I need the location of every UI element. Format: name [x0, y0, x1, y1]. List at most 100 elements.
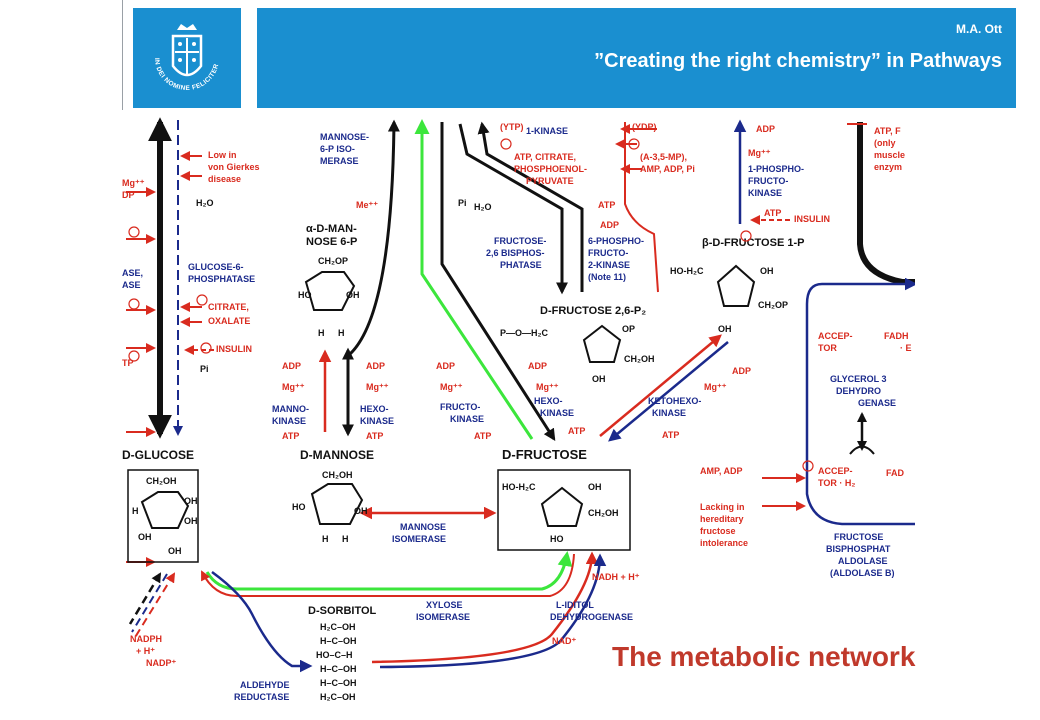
- svg-text:HO-H₂C: HO-H₂C: [670, 266, 704, 276]
- enzyme-glycerol-dh-3: GENASE: [858, 398, 896, 408]
- cofactor-mg-hexo-fru: Mg⁺⁺: [536, 382, 559, 392]
- enzyme-pfk2-1: 6-PHOSPHO-: [588, 236, 644, 246]
- enzyme-iditol-dh-1: L-IDITOL: [556, 600, 594, 610]
- regulator-atp-muscle-3: muscle: [874, 150, 905, 160]
- cofactor-pi-left: Pi: [200, 364, 209, 374]
- svg-text:H: H: [338, 328, 345, 338]
- cofactor-fadh: FADH: [884, 331, 909, 341]
- regulator-atp-muscle-1: ATP, F: [874, 126, 901, 136]
- regulator-von-gierkes-3: disease: [208, 174, 241, 184]
- compound-fructose26p2: D-FRUCTOSE 2,6-P₂: [540, 305, 646, 317]
- enzyme-mannose-isomerase-2: ISOMERASE: [392, 534, 446, 544]
- cofactor-nad: NAD⁺: [552, 636, 576, 646]
- enzyme-g6pase-1: GLUCOSE-6-: [188, 262, 244, 272]
- compound-fructose1p: β-D-FRUCTOSE 1-P: [702, 237, 804, 249]
- cofactor-accep-1a: ACCEP-: [818, 331, 853, 341]
- compound-mannose6p-line1: α-D-MAN-: [306, 223, 357, 235]
- enzyme-mannose6p-isomerase-3: MERASE: [320, 156, 359, 166]
- regulator-atp-citrate-2: PHOSPHOENOL-: [514, 164, 587, 174]
- cofactor-atp-pfk2: ATP: [598, 200, 615, 210]
- ketohexokinase-navy-arrow: [608, 341, 729, 442]
- svg-text:OH: OH: [168, 546, 182, 556]
- svg-text:H–C–OH: H–C–OH: [320, 678, 357, 688]
- cofactor-fad: FAD: [886, 468, 905, 478]
- svg-text:H–C–OH: H–C–OH: [320, 636, 357, 646]
- fructose1p-ring: [716, 264, 756, 307]
- cofactor-atp-pfk1: ATP: [764, 208, 781, 218]
- enzyme-aldehyde-reductase-2: REDUCTASE: [234, 692, 289, 702]
- enzyme-pfk2-3: 2-KINASE: [588, 260, 630, 270]
- cofactor-atp-manno: ATP: [282, 431, 299, 441]
- regulator-hfi-3: fructose: [700, 526, 736, 536]
- enzyme-mannose6p-isomerase-2: 6-P ISO-: [320, 144, 355, 154]
- regulator-ydp: (YDP): [632, 122, 657, 132]
- cofactor-accep-2b: TOR · H₂: [818, 478, 855, 488]
- compound-glucose: D-GLUCOSE: [122, 448, 194, 462]
- regulator-hfi-1: Lacking in: [700, 502, 745, 512]
- cofactor-h2o-mid: H₂O: [474, 202, 492, 212]
- aldolase-navy-path: [805, 277, 915, 526]
- fructose26-bisphosphatase-arrow: [458, 123, 568, 295]
- svg-text:H–C–OH: H–C–OH: [320, 664, 357, 674]
- regulator-citrate: CITRATE,: [208, 302, 249, 312]
- sorbitol-chain: H₂C–OH H–C–OH HO–C–H H–C–OH H–C–OH H₂C–O…: [316, 622, 357, 702]
- cofactor-adp-pfk2: ADP: [600, 220, 619, 230]
- regulator-oxalate: OXALATE: [208, 316, 250, 326]
- header-divider: [122, 0, 123, 110]
- svg-text:H: H: [342, 534, 349, 544]
- fructose-ring: [540, 486, 584, 527]
- enzyme-fructokinase-1: FRUCTO-: [440, 402, 480, 412]
- logo-panel: IN DEI NOMINE FELICITER: [133, 8, 241, 108]
- cofactor-mg-hexo: Mg⁺⁺: [366, 382, 389, 392]
- left-red-dashed-arrow: [133, 572, 176, 640]
- svg-text:H: H: [318, 328, 325, 338]
- ketohexokinase-red-arrow: [599, 334, 722, 437]
- svg-text:H: H: [132, 506, 139, 516]
- title-panel: M.A. Ott ”Creating the right chemistry” …: [257, 8, 1016, 108]
- cofactor-me: Me⁺⁺: [356, 200, 378, 210]
- enzyme-pfk1-3: KINASE: [748, 188, 782, 198]
- left-black-dashed-arrow: [128, 572, 162, 625]
- atp-muscle-black-line: [857, 122, 915, 285]
- svg-text:OH: OH: [588, 482, 602, 492]
- cofactor-nadp: NADP⁺: [146, 658, 177, 668]
- enzyme-mannose-isomerase-1: MANNOSE: [400, 522, 446, 532]
- svg-text:H₂C–OH: H₂C–OH: [320, 692, 356, 702]
- compound-sorbitol: D-SORBITOL: [308, 605, 377, 617]
- enzyme-xylose-isomerase-1: XYLOSE: [426, 600, 463, 610]
- svg-text:HO-H₂C: HO-H₂C: [502, 482, 536, 492]
- enzyme-aldehyde-reductase-1: ALDEHYDE: [240, 680, 290, 690]
- iditol-dh-red-arrow: [371, 551, 599, 664]
- mannose6p-to-fructose6p-arrow: [348, 119, 400, 356]
- svg-text:OH: OH: [184, 516, 198, 526]
- compound-mannose6p-line2: NOSE 6-P: [306, 236, 357, 248]
- cofactor-nadph: NADPH: [130, 634, 162, 644]
- enzyme-mannokinase-2: KINASE: [272, 416, 306, 426]
- compound-fructose: D-FRUCTOSE: [502, 447, 587, 462]
- enzyme-ase-2: ASE: [122, 280, 141, 290]
- cofactor-atp-fructo: ATP: [474, 431, 491, 441]
- svg-text:HO: HO: [298, 290, 312, 300]
- cofactor-atp-hexo: ATP: [366, 431, 383, 441]
- cofactor-mg-left: Mg⁺⁺: [122, 178, 145, 188]
- svg-text:H₂C–OH: H₂C–OH: [320, 622, 356, 632]
- iditol-dh-navy-arrow: [379, 553, 607, 669]
- enzyme-aldolase-3: ALDOLASE: [838, 556, 888, 566]
- svg-text:OH: OH: [592, 374, 606, 384]
- svg-text:OH: OH: [718, 324, 732, 334]
- svg-text:CH₂OP: CH₂OP: [758, 300, 788, 310]
- svg-text:HO: HO: [292, 502, 306, 512]
- xylose-isomerase-red-arrow: [201, 553, 575, 597]
- cofactor-nadph-h: + H⁺: [136, 646, 155, 656]
- enzyme-hexokinase-man-1: HEXO-: [360, 404, 389, 414]
- svg-text:CH₂OH: CH₂OH: [624, 354, 655, 364]
- enzyme-fructokinase-2: KINASE: [450, 414, 484, 424]
- svg-text:CH₂OH: CH₂OH: [322, 470, 353, 480]
- regulator-atp-muscle-4: enzym: [874, 162, 902, 172]
- enzyme-aldolase-2: BISPHOSPHAT: [826, 544, 891, 554]
- svg-text:HO: HO: [550, 534, 564, 544]
- enzyme-f26bpase-2: 2,6 BISPHOS-: [486, 248, 545, 258]
- svg-text:OP: OP: [622, 324, 635, 334]
- regulator-amp-adp-pi-1: (A-3,5-MP),: [640, 152, 687, 162]
- enzyme-ketohexokinase-2: KINASE: [652, 408, 686, 418]
